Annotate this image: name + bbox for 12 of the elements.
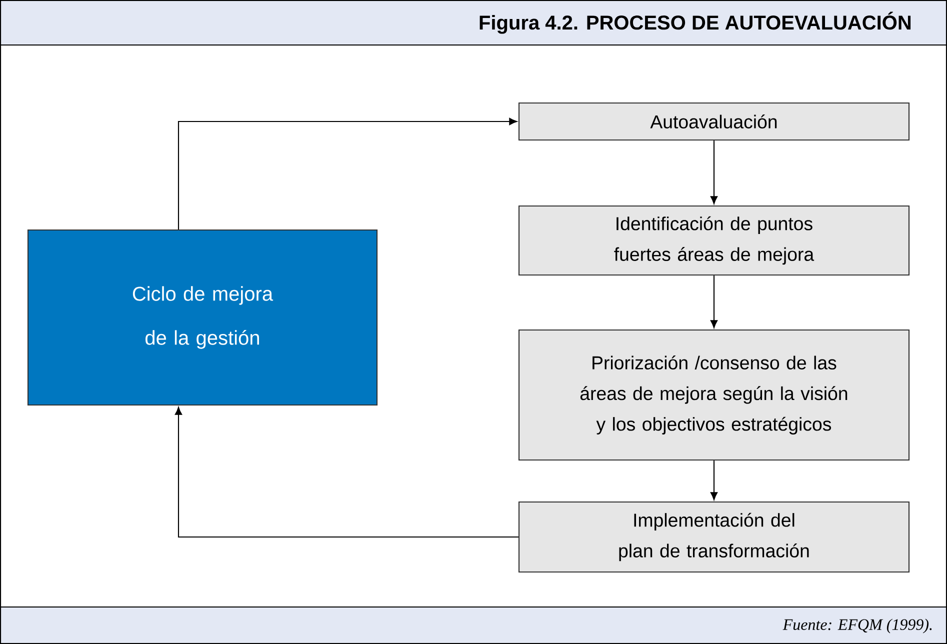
process-box: Implementación del plan de transformación [518,501,910,573]
arrow [710,276,718,328]
caption-band: Fuente: EFQM (1999). [0,606,947,644]
arrow [710,140,718,204]
cycle-box: Ciclo de mejora de la gestión [27,229,378,406]
title-band: Figura 4.2. PROCESO DE AUTOEVALUACIÓN [0,0,947,46]
process-box: Identificación de puntos fuertes áreas de mejora [518,205,910,276]
process-box: Autoavaluación [518,102,910,141]
arrow [174,406,518,538]
arrow [710,460,718,500]
arrow [178,118,518,230]
process-box: Priorización /consenso de las áreas de mejora según la visión y los objectivos estratégicos [518,329,910,461]
